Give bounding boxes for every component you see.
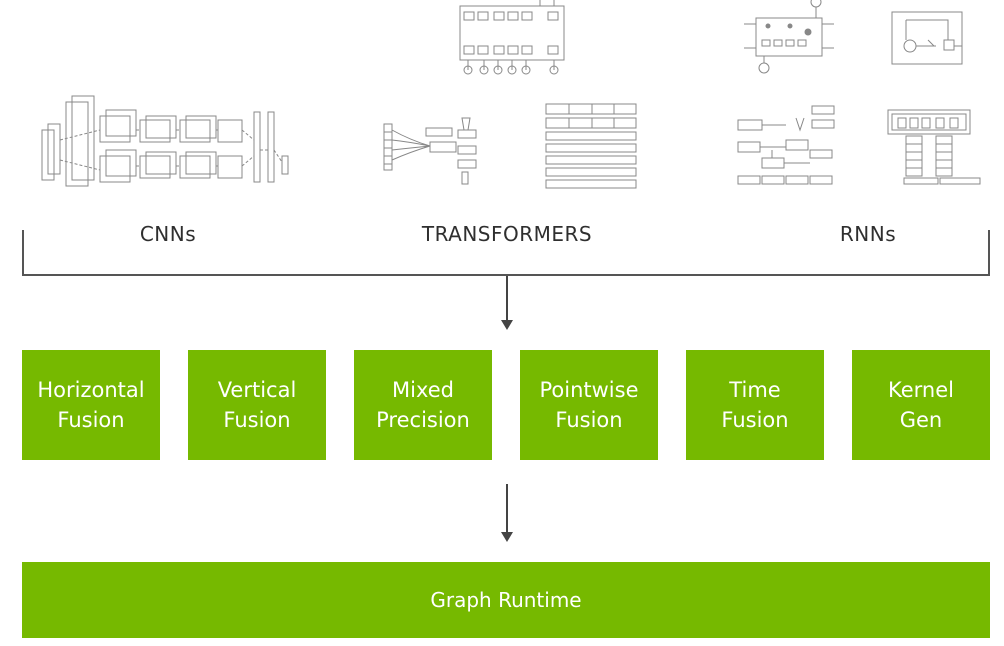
transformer-diagram-thumbnail-top: [459, 0, 565, 75]
arrow-to-runtime: [501, 484, 513, 542]
rnn-diagram-thumbnail-stack: [887, 109, 981, 185]
category-label-transformers: TRANSFORMERS: [421, 222, 593, 246]
arrow-to-optimizations: [501, 276, 513, 330]
category-label-cnns: CNNs: [139, 222, 197, 246]
rnn-diagram-thumbnail-cell: [744, 0, 834, 74]
architecture-thumbnails: [41, 0, 981, 189]
category-label-rnns: RNNs: [839, 222, 897, 246]
rnn-diagram-thumbnail-loop: [891, 11, 963, 65]
rnn-diagram-thumbnail-flow: [737, 105, 835, 185]
category-bracket: [22, 230, 990, 276]
graph-runtime-box: Graph Runtime: [22, 562, 990, 638]
cnn-diagram-thumbnail: [41, 95, 289, 187]
graph-runtime-label: Graph Runtime: [430, 588, 582, 612]
transformer-diagram-thumbnail-left: [383, 117, 477, 185]
transformer-diagram-thumbnail-right: [545, 103, 637, 189]
